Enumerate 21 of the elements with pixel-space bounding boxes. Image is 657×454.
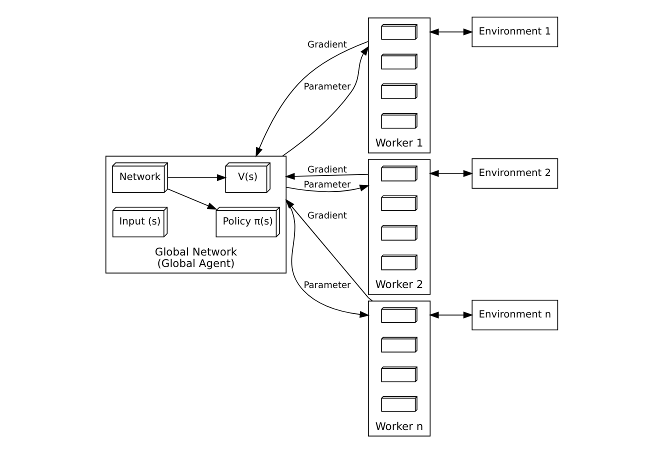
node-box: Environment 1 [472, 16, 558, 48]
cluster: Worker 1 [368, 18, 431, 154]
edge-label: Gradient [308, 166, 347, 176]
node-box: Environment 2 [472, 158, 558, 189]
arrow [428, 170, 474, 177]
arrow [428, 312, 474, 319]
cluster: Worker n [368, 300, 431, 436]
arrow [284, 172, 369, 180]
edge-label: Parameter [304, 82, 351, 92]
arrow [282, 46, 370, 157]
edge-label: Parameter [304, 180, 351, 190]
edge-label: Gradient [308, 40, 347, 50]
node-box: Environment n [472, 300, 558, 330]
arrow [167, 174, 227, 182]
cluster: Worker 2 [368, 159, 431, 295]
edge-label: Gradient [308, 212, 347, 222]
edge-label: Parameter [304, 280, 351, 291]
arrow [167, 188, 218, 210]
arrow [428, 28, 474, 36]
arrow [286, 184, 370, 192]
arrow [256, 41, 369, 158]
